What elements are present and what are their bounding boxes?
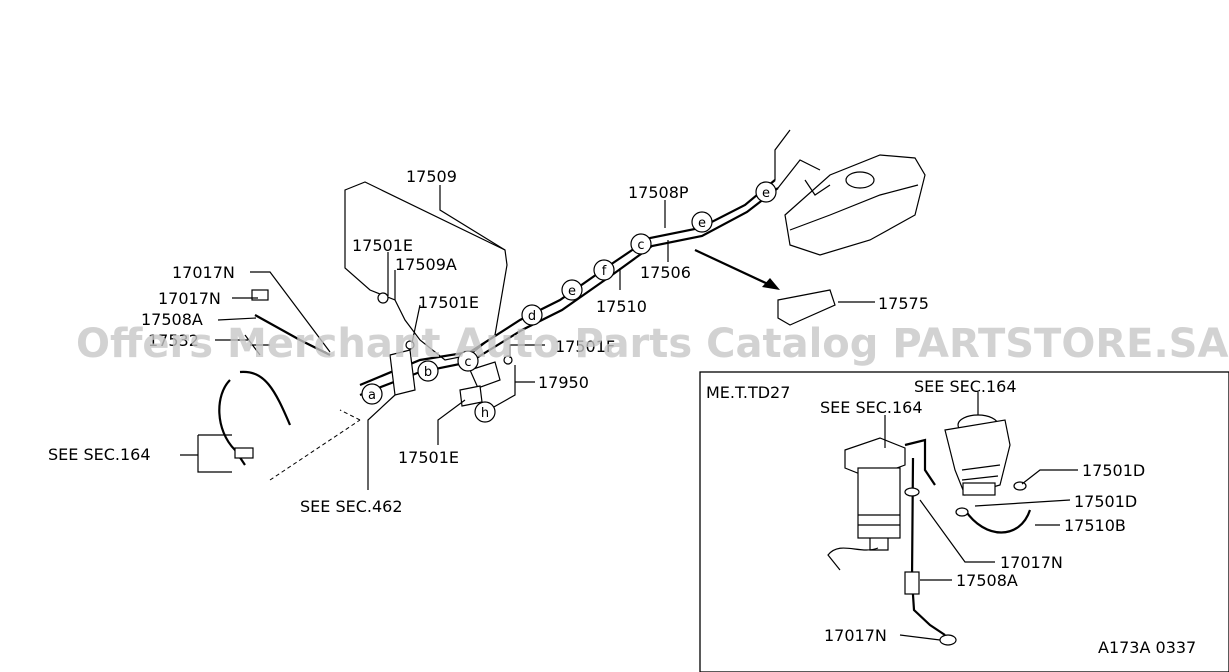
label-17501E-b: 17501E — [418, 293, 479, 312]
callout-h: h — [474, 401, 496, 423]
figure-code: A173A 0337 — [1098, 638, 1196, 657]
callout-f: f — [593, 259, 615, 281]
inset-clamp-bottom — [939, 634, 957, 646]
fitting-17532 — [244, 334, 270, 356]
leader-lines — [180, 185, 875, 490]
label-17017N-b: 17017N — [158, 289, 221, 308]
inset-hose-top — [904, 438, 936, 486]
fuel-tank — [784, 154, 926, 256]
callout-b: b — [417, 360, 439, 382]
inset-clamp-17501D-b — [955, 507, 969, 517]
label-17508A-a: 17508A — [141, 310, 203, 329]
label-17501D-b: 17501D — [1074, 492, 1137, 511]
label-17501F: 17501F — [555, 337, 615, 356]
label-see-sec-164-b: SEE SEC.164 — [914, 377, 1017, 396]
label-17509A: 17509A — [395, 255, 457, 274]
label-17508A-b: 17508A — [956, 571, 1018, 590]
clamp-left — [234, 447, 254, 459]
inset-clamp-17501D-a — [1013, 481, 1027, 491]
svg-text:a: a — [368, 388, 376, 403]
svg-text:e: e — [698, 216, 706, 231]
label-17510B: 17510B — [1064, 516, 1126, 535]
label-17017N-d: 17017N — [824, 626, 887, 645]
inset-sleeve — [904, 571, 920, 595]
svg-text:e: e — [568, 284, 576, 299]
fuel-filter-bracket — [389, 349, 501, 407]
callout-e3: e — [755, 181, 777, 203]
label-see-sec-164-a: SEE SEC.164 — [48, 445, 151, 464]
arrow-head — [762, 278, 780, 290]
callout-e1: e — [561, 279, 583, 301]
svg-text:c: c — [637, 238, 644, 253]
clamp-17017N — [251, 289, 269, 301]
label-17510: 17510 — [596, 297, 647, 316]
inset-hose-17508A — [910, 457, 946, 636]
label-17575: 17575 — [878, 294, 929, 313]
callout-e2: e — [691, 211, 713, 233]
inset-filter-left — [827, 437, 906, 571]
callout-c2: c — [630, 233, 652, 255]
label-17501D-a: 17501D — [1082, 461, 1145, 480]
svg-text:c: c — [464, 355, 471, 370]
label-17501E-c: 17501E — [398, 448, 459, 467]
inset-title: ME.T.TD27 — [706, 383, 790, 402]
hose-17508A — [254, 314, 331, 356]
label-17501E-a: 17501E — [352, 236, 413, 255]
callout-d: d — [521, 304, 543, 326]
svg-text:e: e — [762, 186, 770, 201]
watermark: Offers Merchant Auto Parts Catalog PARTS… — [76, 321, 1228, 367]
svg-text:h: h — [481, 406, 489, 421]
inset-clamp-mid — [904, 487, 920, 497]
label-17017N-a: 17017N — [172, 263, 235, 282]
label-17532: 17532 — [148, 331, 199, 350]
label-17509: 17509 — [406, 167, 457, 186]
fuel-tube-return — [359, 187, 779, 397]
fuel-tube-main — [359, 179, 776, 387]
label-17017N-c: 17017N — [1000, 553, 1063, 572]
inset-pump-right — [944, 414, 1011, 496]
hose-left — [218, 379, 246, 466]
clip-17501E-a — [377, 292, 389, 304]
svg-text:d: d — [528, 309, 536, 324]
fuel-tube-end — [774, 129, 821, 189]
label-17950: 17950 — [538, 373, 589, 392]
callout-c1: c — [457, 350, 479, 372]
inset-frame — [699, 371, 1229, 672]
hose-left-2 — [239, 370, 292, 426]
inset-leader-lines — [884, 392, 1078, 641]
label-see-sec-164-c: SEE SEC.164 — [820, 398, 923, 417]
bracket-17575 — [777, 289, 836, 326]
callout-a: a — [361, 383, 383, 405]
svg-text:b: b — [424, 365, 432, 380]
label-17508P: 17508P — [628, 183, 689, 202]
direction-arrow — [694, 249, 771, 286]
inset-hose-17510B — [964, 509, 1032, 534]
label-17506: 17506 — [640, 263, 691, 282]
plate-dashed-edge — [269, 409, 361, 481]
svg-text:f: f — [602, 264, 607, 279]
label-see-sec-462: SEE SEC.462 — [300, 497, 403, 516]
